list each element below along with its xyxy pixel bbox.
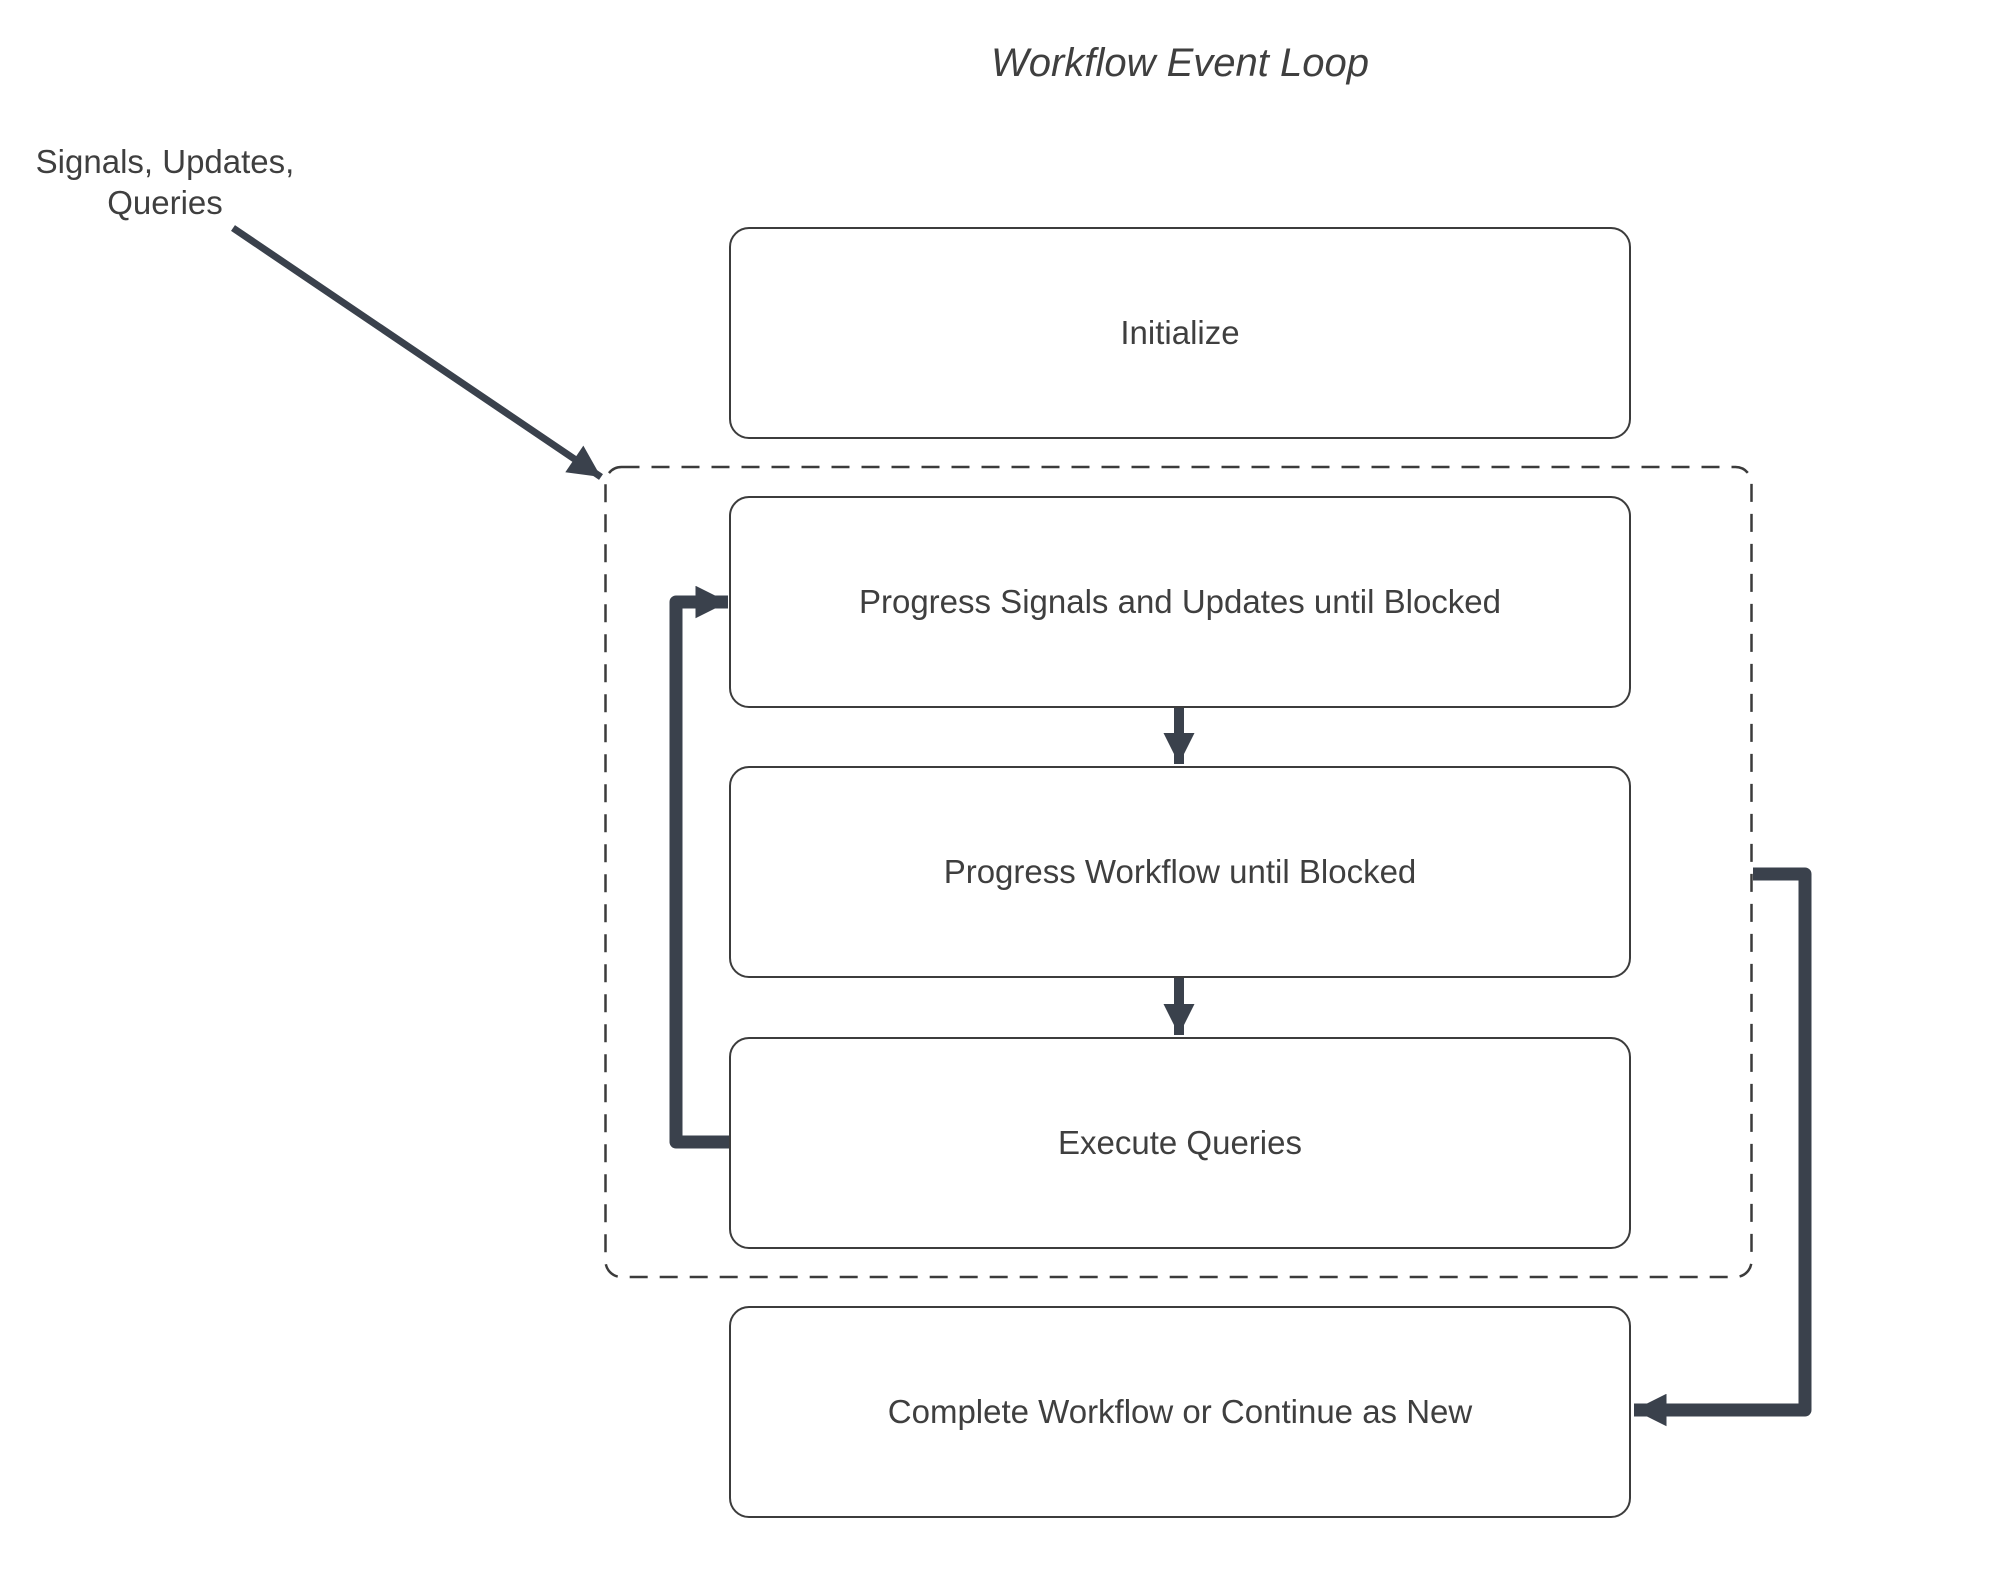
node-initialize-label: Initialize: [1120, 314, 1240, 351]
node-execute-queries: Execute Queries: [729, 1037, 1631, 1249]
annotation-line-1: Signals, Updates,: [35, 143, 295, 180]
node-progress-workflow: Progress Workflow until Blocked: [729, 766, 1631, 978]
annotation-line-2: Queries: [107, 184, 223, 221]
node-initialize: Initialize: [729, 227, 1631, 439]
node-complete-workflow: Complete Workflow or Continue as New: [729, 1306, 1631, 1518]
node-progress-signals-label: Progress Signals and Updates until Block…: [858, 583, 1502, 620]
node-progress-signals-and-updates: Progress Signals and Updates until Block…: [729, 496, 1631, 708]
node-execute-queries-label: Execute Queries: [1058, 1124, 1302, 1161]
signals-entry-arrow: [231, 225, 603, 480]
execute-queries-loop-arrow: [669, 585, 731, 1149]
node-progress-workflow-label: Progress Workflow until Blocked: [943, 853, 1417, 890]
event-loop-group-border: [604, 465, 1753, 1279]
annotation-signals-updates-queries: Signals, Updates, Queries: [20, 141, 310, 223]
node-complete-workflow-label: Complete Workflow or Continue as New: [887, 1393, 1473, 1430]
continue-as-new-arrow: [1634, 867, 1812, 1427]
diagram-title: Workflow Event Loop: [991, 41, 1369, 85]
